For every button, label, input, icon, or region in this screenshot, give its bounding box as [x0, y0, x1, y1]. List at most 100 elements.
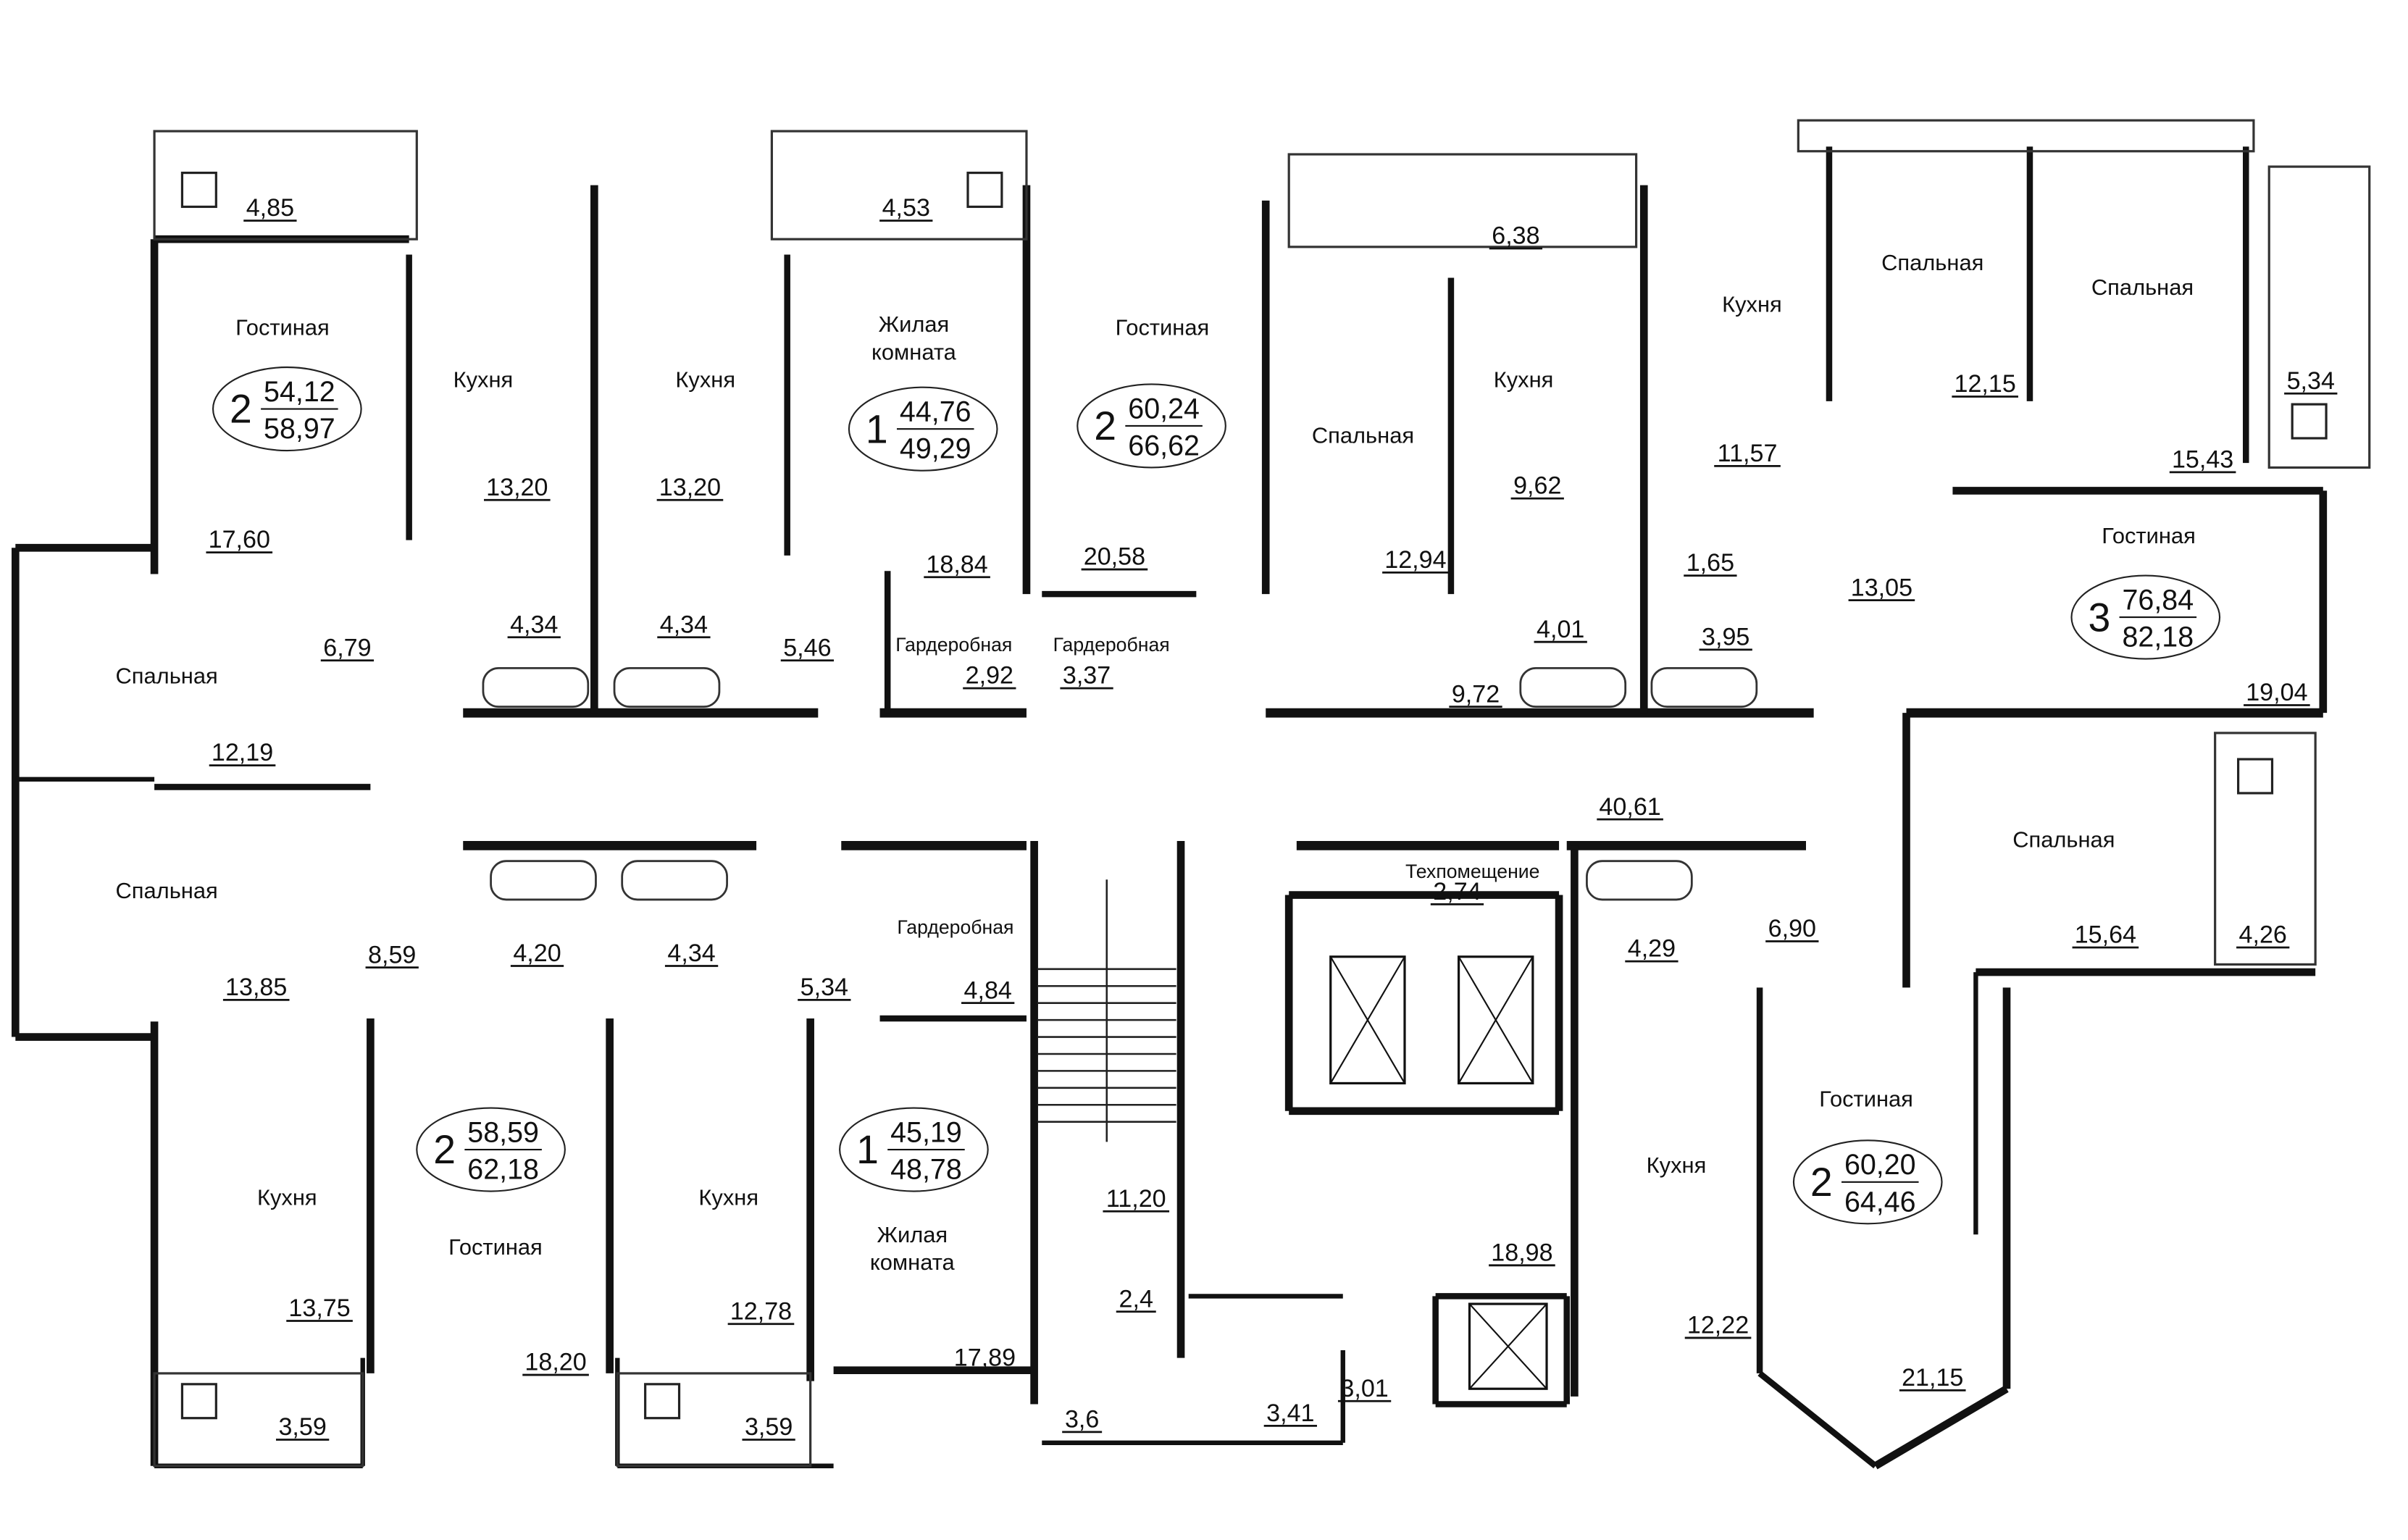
room-area: 17,89	[954, 1344, 1016, 1371]
room-area: 13,20	[659, 474, 721, 501]
room-area: 12,22	[1687, 1312, 1749, 1339]
room-name: Спальная	[2012, 827, 2115, 853]
room-name-line: комната	[870, 1250, 956, 1275]
room-name-line: Жилая	[877, 1222, 948, 1247]
room-area: 21,15	[1902, 1364, 1963, 1392]
badge-ellipse	[1077, 383, 1226, 469]
apartment-rooms: 2	[1810, 1160, 1833, 1205]
room-name: Спальная	[115, 664, 217, 689]
bathtub-icon	[1519, 667, 1627, 708]
room-name: Кухня	[257, 1185, 317, 1210]
balcony	[770, 130, 1028, 240]
room-area: 12,94	[1384, 546, 1446, 574]
apartment-rooms: 1	[856, 1127, 879, 1172]
area-value: 5,46	[783, 634, 831, 661]
room-area: 17,60	[209, 526, 270, 553]
bathtub-icon	[490, 860, 597, 901]
room-name: Гостиная	[2102, 523, 2196, 548]
apartment-total-area: 66,62	[1128, 430, 1200, 461]
apartment-rooms: 1	[866, 406, 888, 451]
apartment-living-area: 60,20	[1844, 1149, 1916, 1181]
area-value: 3,59	[278, 1413, 326, 1441]
vent-icon	[966, 171, 1003, 209]
apartment-total-area: 48,78	[890, 1154, 962, 1186]
area-value: 3,41	[1266, 1399, 1314, 1427]
room-area: 12,19	[212, 739, 273, 766]
balcony	[153, 1372, 364, 1468]
area-value: 9,72	[1452, 680, 1500, 708]
room-name: Гардеробная	[897, 916, 1013, 938]
balcony	[1797, 119, 2255, 153]
elevator-shaft	[1468, 1302, 1548, 1390]
apartment-badge: 3 76,84 82,18	[2070, 574, 2221, 660]
room-area: 3,37	[1063, 662, 1111, 690]
room-area: 2,74	[1433, 878, 1481, 905]
vent-icon	[2237, 758, 2274, 795]
apartment-rooms: 3	[2088, 595, 2110, 640]
room-name: Гостиная	[1819, 1086, 1913, 1111]
room-area: 12,78	[730, 1297, 792, 1325]
bathtub-icon	[1650, 667, 1758, 708]
balcony	[2214, 732, 2317, 966]
room-area: 2,92	[966, 662, 1013, 690]
area-value: 5,34	[2287, 367, 2335, 395]
room-area: 20,58	[1084, 543, 1145, 571]
room-name: Кухня	[1647, 1152, 1707, 1178]
bathtub-icon	[482, 667, 590, 708]
apartment-total-area: 64,46	[1844, 1186, 1916, 1218]
area-value: 4,53	[882, 194, 930, 222]
area-value: 4,34	[510, 611, 558, 638]
bathtub-icon	[621, 860, 728, 901]
area-value: 3,95	[1702, 623, 1749, 650]
room-area: 13,20	[486, 474, 548, 501]
apartment-badge: 2 54,12 58,97	[212, 366, 362, 452]
room-name: Гостиная	[448, 1234, 543, 1260]
apartment-total-area: 82,18	[2122, 622, 2194, 653]
room-area: 9,62	[1513, 472, 1561, 500]
room-name: Кухня	[453, 367, 514, 393]
elevator-shaft	[1457, 955, 1534, 1085]
room-name-line: Жилая	[879, 311, 950, 337]
apartment-living-area: 58,59	[467, 1116, 539, 1148]
balcony	[153, 130, 418, 240]
balcony	[616, 1372, 812, 1468]
elevator-cross	[1458, 956, 1534, 1084]
apartment-total-area: 49,29	[900, 433, 971, 465]
apartment-total-area: 58,97	[264, 413, 335, 445]
area-value: 6,79	[323, 634, 371, 661]
room-name: Жилая комната	[870, 1222, 956, 1275]
room-name: Кухня	[1494, 367, 1554, 393]
area-value: 8,59	[368, 941, 416, 968]
room-area: 4,84	[964, 976, 1012, 1004]
area-value: 4,85	[246, 194, 294, 222]
area-value: 4,01	[1537, 616, 1584, 643]
badge-ellipse	[1792, 1139, 1943, 1225]
room-name: Гардеробная	[1053, 634, 1170, 656]
apartment-badge: 2 60,20 64,46	[1792, 1139, 1943, 1225]
area-value: 3,6	[1065, 1405, 1099, 1433]
area-value: 11,20	[1106, 1185, 1166, 1213]
apartment-rooms: 2	[433, 1127, 456, 1172]
apartment-rooms: 2	[1094, 403, 1116, 448]
wall	[1757, 1370, 1878, 1469]
room-name: Спальная	[1312, 422, 1414, 448]
badge-ellipse	[416, 1107, 566, 1192]
apartment-living-area: 54,12	[264, 376, 335, 408]
area-value: 2,4	[1119, 1285, 1153, 1313]
room-area: 11,57	[1718, 440, 1778, 467]
apartment-rooms: 2	[230, 387, 252, 432]
room-area: 15,43	[2172, 445, 2233, 473]
area-value: 5,34	[800, 974, 848, 1001]
area-value: 1,65	[1686, 549, 1734, 577]
wall	[1873, 1385, 2009, 1470]
room-area: 18,84	[926, 551, 987, 578]
apartment-living-area: 60,24	[1128, 393, 1200, 424]
elevator-cross	[1329, 956, 1405, 1084]
elevator-shaft	[1329, 955, 1406, 1085]
apartment-living-area: 76,84	[2122, 584, 2194, 616]
vent-icon	[180, 171, 217, 209]
area-value: 3,01	[1340, 1375, 1388, 1402]
